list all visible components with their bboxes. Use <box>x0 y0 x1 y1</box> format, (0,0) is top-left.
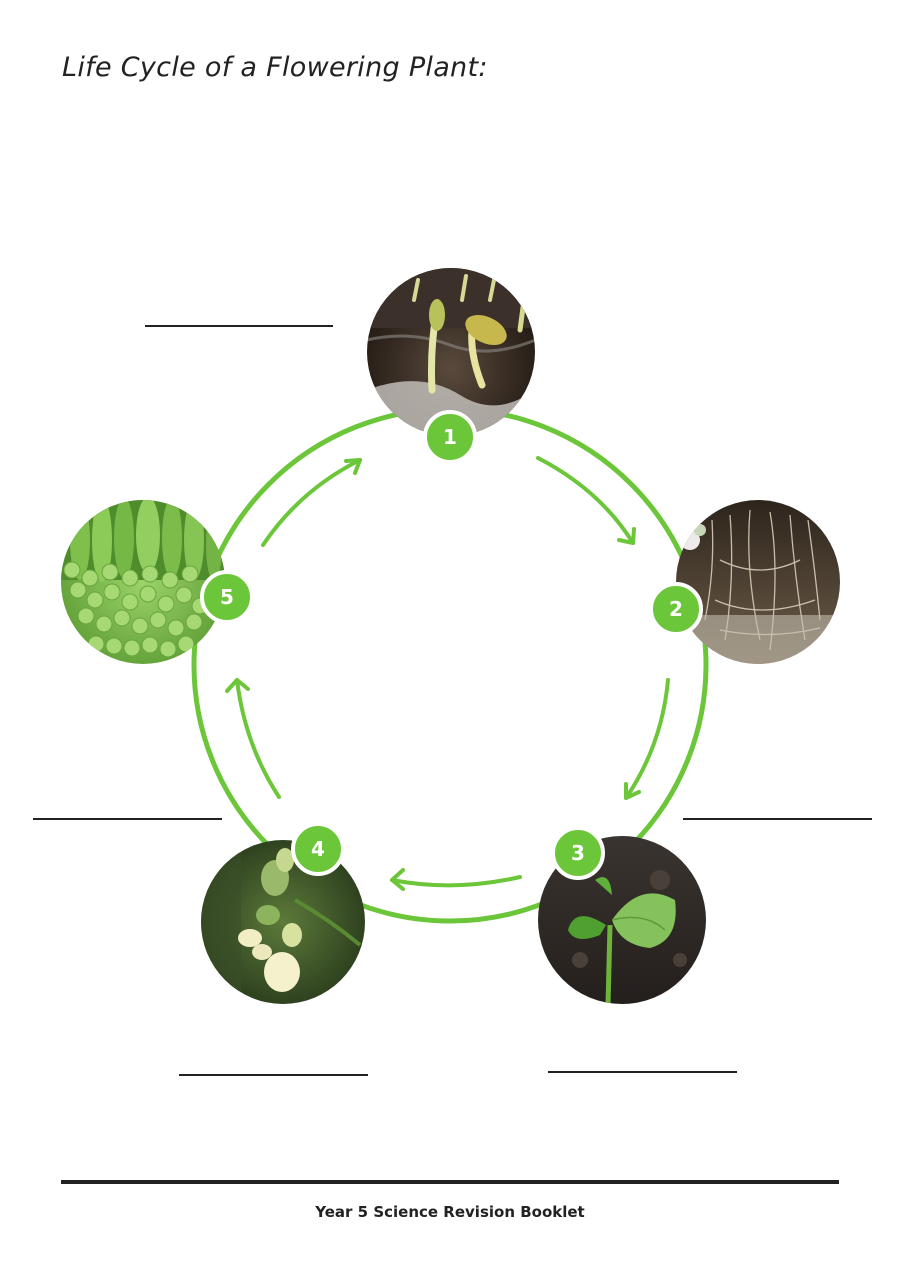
stage-4-badge: 4 <box>291 822 345 876</box>
footer-text: Year 5 Science Revision Booklet <box>315 1203 585 1221</box>
stage-4-number: 4 <box>311 837 325 861</box>
stage-2-badge: 2 <box>649 582 703 636</box>
stage-5-number: 5 <box>220 585 234 609</box>
answer-blank-1[interactable] <box>145 325 333 327</box>
arrow-3-to-4 <box>390 875 522 888</box>
answer-blank-4[interactable] <box>179 1074 368 1076</box>
stage-1-badge: 1 <box>423 410 477 464</box>
arrow-4-to-5 <box>235 678 281 799</box>
stage-1-number: 1 <box>443 425 457 449</box>
stage-2-number: 2 <box>669 597 683 621</box>
stage-5-badge: 5 <box>200 570 254 624</box>
stage-3-badge: 3 <box>551 826 605 880</box>
stage-3-number: 3 <box>571 841 585 865</box>
arrow-1-to-2 <box>536 456 635 545</box>
cycle-arrows <box>225 456 670 891</box>
stage-2-photo <box>676 500 840 664</box>
stage-5-photo <box>61 500 225 664</box>
arrow-5-to-1 <box>261 458 362 547</box>
stage-4-photo <box>201 840 365 1004</box>
page-title: Life Cycle of a Flowering Plant: <box>62 52 488 83</box>
answer-blank-3[interactable] <box>548 1071 737 1073</box>
footer-rule <box>61 1180 839 1184</box>
answer-blank-2[interactable] <box>683 818 872 820</box>
answer-blank-5[interactable] <box>33 818 222 820</box>
arrow-2-to-3 <box>624 678 670 800</box>
